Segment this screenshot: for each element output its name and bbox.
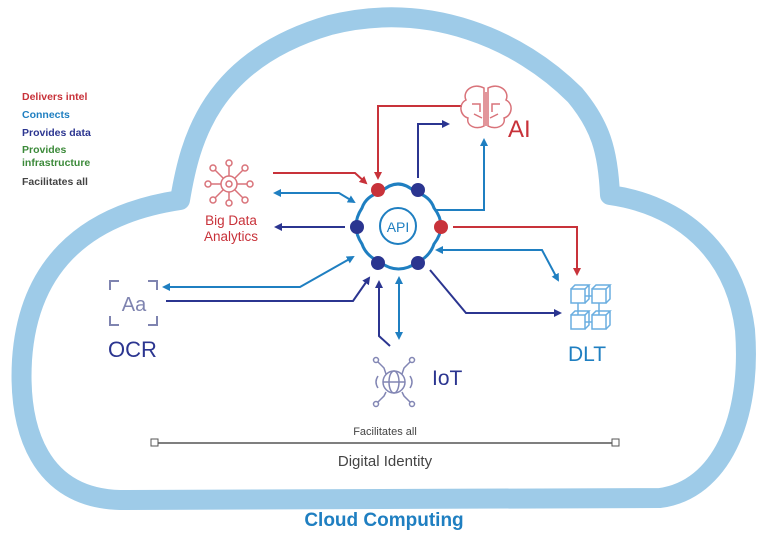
big-data-label-line2: Analytics xyxy=(203,229,259,244)
brain-icon xyxy=(460,85,512,129)
legend-item-provides-data: Provides data xyxy=(22,127,91,139)
arrow-ocr-to-api xyxy=(166,276,371,302)
blocks-icon xyxy=(570,284,612,330)
globe-circuit-icon xyxy=(372,356,416,408)
arrow-iot-to-api xyxy=(375,280,391,347)
big-data-label-line1: Big Data xyxy=(205,213,257,228)
arrow-api-to-dlt xyxy=(453,226,581,276)
arrow-connect-ai xyxy=(434,138,488,211)
api-port-delivers-out xyxy=(434,220,448,234)
legend: Delivers intel Connects Provides data Pr… xyxy=(22,88,91,191)
digital-identity-bar xyxy=(150,438,620,447)
legend-item-delivers-intel: Delivers intel xyxy=(22,91,88,103)
arrow-api-to-ai xyxy=(417,120,450,178)
api-hub: API xyxy=(350,182,448,271)
arrow-connect-dlt-api xyxy=(435,246,559,282)
api-port-delivers-in xyxy=(371,183,385,197)
digital-identity-label: Digital Identity xyxy=(337,453,433,470)
arrow-connect-ocr-api xyxy=(162,256,355,291)
legend-item-provides-infrastructure-line1: Provides xyxy=(22,144,67,156)
arrow-bigdata-to-api xyxy=(273,172,368,185)
arrow-api-to-dlt-data xyxy=(429,269,562,317)
ocr-label: OCR xyxy=(108,337,157,362)
cloud-computing-label: Cloud Computing xyxy=(304,510,464,531)
text-scan-icon xyxy=(109,280,158,326)
arrow-ai-to-api xyxy=(374,105,462,180)
legend-item-provides-infrastructure-line2: infrastructure xyxy=(22,157,91,169)
api-port-data-out-top xyxy=(411,183,425,197)
api-port-data-bottom-right xyxy=(411,256,425,270)
legend-item-facilitates-all: Facilitates all xyxy=(22,176,88,188)
api-port-data-bottom-left xyxy=(371,256,385,270)
digital-identity-caption: Facilitates all xyxy=(353,426,417,438)
api-label: API xyxy=(387,219,410,235)
legend-item-connects: Connects xyxy=(22,109,70,121)
iot-label: IoT xyxy=(432,367,463,390)
arrow-connect-bigdata-api xyxy=(273,189,356,204)
cloud-outline xyxy=(11,7,756,510)
ai-label: AI xyxy=(508,116,531,143)
network-hub-icon xyxy=(204,159,254,207)
big-data-label: Big Data Analytics xyxy=(196,213,266,245)
api-port-data-left xyxy=(350,220,364,234)
ocr-glyph: Aa xyxy=(122,294,147,316)
dlt-label: DLT xyxy=(568,343,607,366)
legend-item-provides-infrastructure: Provides infrastructure xyxy=(22,144,91,170)
